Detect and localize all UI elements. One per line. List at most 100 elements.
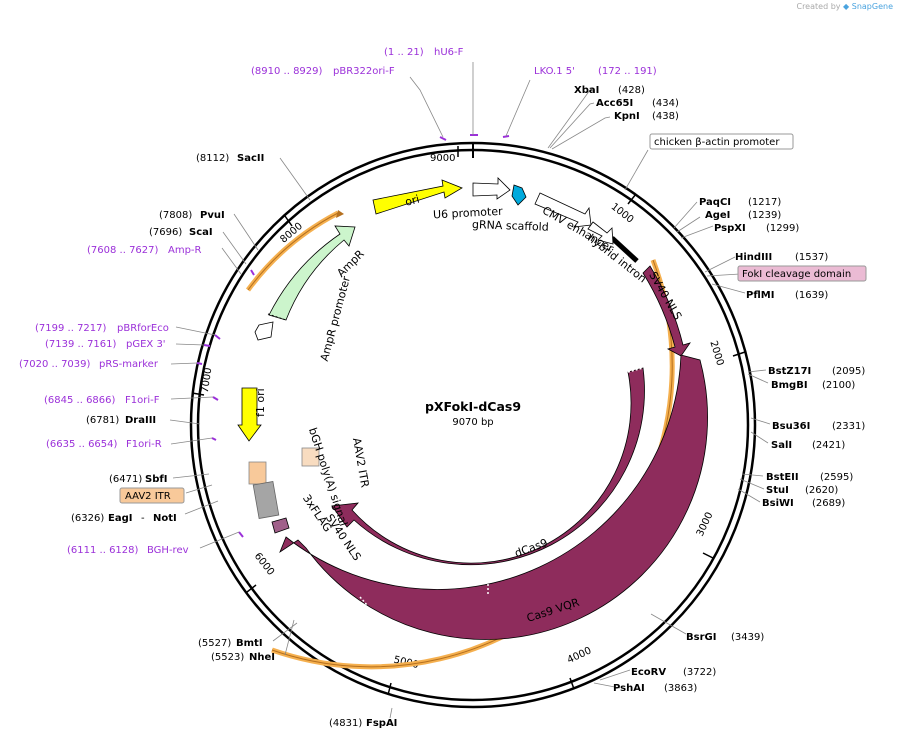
leader-bsrgi [650, 613, 687, 635]
primer-bghrev-range: (6111 .. 6128) [67, 545, 139, 556]
leader-pspxi [680, 225, 714, 239]
leader-ampr-primer [221, 247, 242, 275]
primer-hu6f-range: (1 .. 21) [384, 47, 424, 58]
primer-pbr322ori-name: pBR322ori-F [333, 66, 395, 77]
aav2-itr-label: AAV2 ITR [125, 491, 171, 502]
tick-label-7000: 7000 [200, 367, 214, 394]
enzyme-pshai-pos: (3863) [664, 683, 697, 694]
label-ori: ori [404, 193, 421, 209]
leader-xbai [547, 87, 594, 149]
label-ampr: AmpR [334, 247, 367, 280]
primer-marker-pbrforeco [214, 334, 221, 340]
leader-pbrforeco [175, 326, 216, 336]
enzyme-agei: AgeI [705, 210, 730, 221]
credit-brand: SnapGene [851, 2, 893, 11]
enzyme-xbai: XbaI [574, 85, 599, 96]
primer-prsmarker-name: pRS-marker [99, 359, 159, 370]
enzyme-sbfi-pos: (6471) [109, 474, 142, 485]
tick-8000 [284, 215, 293, 227]
leader-pvui [233, 213, 259, 251]
tick-label-1000: 1000 [609, 201, 636, 225]
dcas9-break-1 [627, 367, 644, 373]
enzyme-paqci-pos: (1217) [748, 197, 781, 208]
primer-lko1-name: LKO.1 5' [534, 66, 575, 77]
ampr-promoter-arrow [254, 321, 274, 341]
leader-bmti [272, 622, 298, 642]
leader-pshai [593, 682, 621, 689]
label-ampr-promoter: AmpR promoter [318, 274, 353, 362]
tick-label-4000: 4000 [566, 645, 594, 666]
tick-2000 [732, 351, 746, 357]
primer-markers [196, 134, 510, 538]
tick-3000 [702, 552, 714, 559]
flag-block [271, 517, 290, 534]
enzyme-pvui: PvuI [200, 210, 225, 221]
enzyme-sbfi: SbfI [145, 474, 167, 485]
enzyme-bmti: BmtI [236, 638, 263, 649]
leader-ecorv [599, 669, 631, 681]
tick-4000 [569, 677, 575, 690]
enzyme-bsrgi: BsrGI [686, 632, 716, 643]
leader-sacii [279, 157, 311, 201]
enzyme-sali: SalI [771, 440, 792, 451]
leader-f1orir [170, 437, 213, 445]
enzyme-eagi-pos: (6326) [71, 513, 104, 524]
enzyme-hindiii: HindIII [735, 252, 772, 263]
cas9vqr-arrow [279, 354, 708, 640]
enzyme-bsiwi: BsiWI [762, 498, 794, 509]
enzyme-sacii: SacII [237, 153, 264, 164]
leader-foki [706, 273, 741, 277]
primer-hu6f-name: hU6-F [434, 47, 464, 58]
u6-promoter-arrow [472, 177, 511, 200]
enzyme-bmgbi-pos: (2100) [822, 380, 855, 391]
bgh-polya-block [252, 481, 280, 519]
leader-draiii [169, 419, 201, 425]
leader-chicken [624, 149, 649, 191]
leader-sbfi [172, 473, 210, 479]
hybrid-intron-arrow [587, 221, 614, 245]
primer-pbrforeco-name: pBRforEco [117, 323, 169, 334]
leader-acc65i [549, 102, 595, 149]
enzyme-stui: StuI [766, 485, 789, 496]
enzyme-kpni-pos: (438) [652, 111, 679, 122]
enzyme-bmgbi: BmgBI [771, 380, 808, 391]
chicken-promoter-label: chicken β-actin promoter [654, 137, 780, 148]
enzyme-pvui-pos: (7808) [159, 210, 192, 221]
enzyme-bsu36i-pos: (2331) [832, 421, 865, 432]
primer-pbr322ori-range: (8910 .. 8929) [251, 66, 323, 77]
primer-labels: (1 .. 21) hU6-F (8910 .. 8929) pBR322ori… [19, 47, 657, 556]
enzyme-pflmi: PflMI [746, 290, 774, 301]
enzyme-eagi: EagI [108, 513, 132, 524]
enzyme-sali-pos: (2421) [812, 440, 845, 451]
enzyme-kpni: KpnI [614, 111, 640, 122]
cas9vqr-break [359, 596, 368, 606]
leader-stui [739, 478, 765, 490]
enzyme-noti: NotI [153, 513, 177, 524]
tick-label-3000: 3000 [695, 511, 716, 539]
primer-marker-f1orif [212, 396, 219, 401]
enzyme-labels: XbaI (428) Acc65I (434) KpnI (438) PaqCI… [71, 85, 865, 729]
leader-lko1 [505, 79, 531, 137]
grna-scaffold-arrow [511, 184, 527, 206]
primer-lko1-range: (172 .. 191) [598, 66, 657, 77]
leader-kpni [551, 116, 611, 150]
primer-f1orir-name: F1ori-R [126, 439, 162, 450]
enzyme-nhei-pos: (5523) [211, 652, 244, 663]
leader-sali [750, 431, 769, 444]
leader-bsiwi [737, 488, 761, 503]
primer-prsmarker-range: (7020 .. 7039) [19, 359, 91, 370]
credit-prefix: Created by [796, 2, 841, 11]
enzyme-xbai-pos: (428) [618, 85, 645, 96]
enzyme-pspxi-pos: (1299) [766, 223, 799, 234]
enzyme-pflmi-pos: (1639) [795, 290, 828, 301]
enzyme-bstz17i-pos: (2095) [832, 366, 865, 377]
enzyme-bsteii-pos: (2595) [820, 472, 853, 483]
leader-lines [169, 62, 771, 719]
leader-f1orif [170, 396, 214, 400]
tick-label-6000: 6000 [252, 551, 276, 578]
leader-bsteii [741, 473, 764, 477]
enzyme-bsiwi-pos: (2689) [812, 498, 845, 509]
tick-1000 [627, 193, 637, 205]
leader-bstz17i [747, 369, 767, 373]
